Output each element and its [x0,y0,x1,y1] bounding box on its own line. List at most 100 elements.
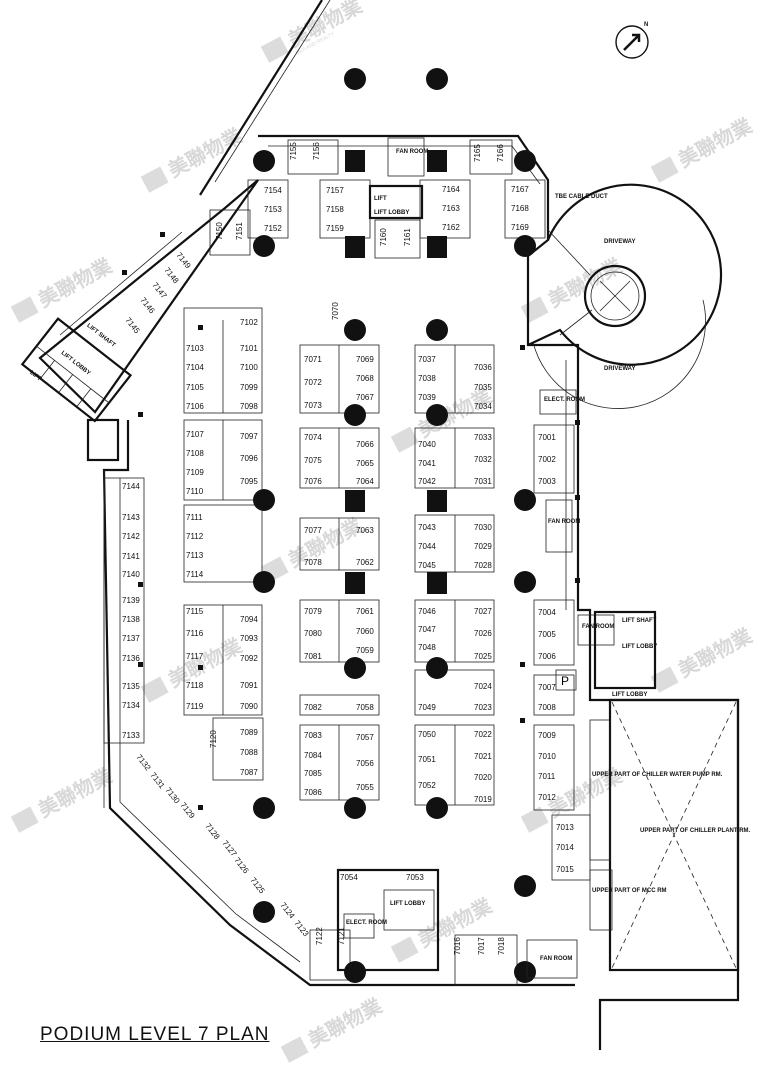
parking-bay-7119: 7119 [186,702,204,711]
parking-bay-7049: 7049 [418,703,436,712]
parking-bay-7120: 7120 [209,730,218,748]
north-arrow: N [615,22,649,59]
parking-bay-7047: 7047 [418,625,436,634]
north-lift-label: LIFT [374,196,387,202]
parking-bay-7167: 7167 [511,185,529,194]
parking-bay-7068: 7068 [356,374,374,383]
parking-bay-7101: 7101 [240,344,258,353]
parking-bay-7019: 7019 [474,795,492,804]
parking-bay-7082: 7082 [304,703,322,712]
parking-bay-7112: 7112 [186,532,204,541]
west-lift-label: LIFT [28,370,42,383]
parking-bay-7026: 7026 [474,629,492,638]
parking-bay-7099: 7099 [240,383,258,392]
parking-bay-7065: 7065 [356,459,374,468]
parking-bay-7145: 7145 [123,316,141,336]
watermark-cn: 美聯物業 [164,123,247,182]
parking-bay-7014: 7014 [556,843,574,852]
parking-bay-7125: 7125 [248,876,266,896]
parking-bay-7009: 7009 [538,731,556,740]
parking-bay-7044: 7044 [418,542,436,551]
parking-bay-7042: 7042 [418,477,436,486]
parking-bay-7109: 7109 [186,468,204,477]
parking-bay-7154: 7154 [264,186,282,195]
watermark-cn: 美聯物業 [674,113,757,172]
parking-bay-7147: 7147 [150,281,168,301]
parking-bay-7078: 7078 [304,558,322,567]
north-label: N [644,22,648,28]
parking-bay-7033: 7033 [474,433,492,442]
parking-bay-7028: 7028 [474,561,492,570]
south-lift-core [336,868,440,972]
north-lift-lobby-label: LIFT LOBBY [374,210,409,216]
parking-bay-7111: 7111 [186,513,203,522]
parking-bay-7030: 7030 [474,523,492,532]
parking-bay-7164: 7164 [442,185,460,194]
parking-bay-7052: 7052 [418,781,436,790]
parking-bay-7074: 7074 [304,433,322,442]
parking-bay-7003: 7003 [538,477,556,486]
parking-bay-7148: 7148 [162,266,180,286]
parking-bay-7050: 7050 [418,730,436,739]
plan-title: PODIUM LEVEL 7 PLAN [40,1024,270,1045]
parking-bay-7011: 7011 [538,772,556,781]
mcc-room [589,869,613,931]
parking-bay-7088: 7088 [240,748,258,757]
parking-bay-7110: 7110 [186,487,204,496]
parking-bay-7013: 7013 [556,823,574,832]
parking-bay-7020: 7020 [474,773,492,782]
parking-bay-7034: 7034 [474,402,492,411]
parking-bay-7136: 7136 [122,654,140,663]
parking-bay-7149: 7149 [174,251,192,271]
parking-bay-7092: 7092 [240,654,258,663]
parking-bay-7116: 7116 [186,629,204,638]
parking-bay-7046: 7046 [418,607,436,616]
parking-bay-7156: 7156 [312,142,321,160]
chiller-diag-2 [611,701,737,969]
watermark-cn: 美聯物業 [304,993,387,1052]
parking-bay-7016: 7016 [453,937,462,955]
east-fan-room-label: FAN ROOM [548,519,580,525]
west-lift-core [20,317,133,423]
parking-bay-7017: 7017 [477,937,486,955]
east-elect-room-label: ELECT. ROOM [544,397,585,403]
parking-bay-7135: 7135 [122,682,140,691]
tbe-cable-duct-label: TBE CABLE DUCT [555,194,608,200]
parking-bay-7001: 7001 [538,433,556,442]
parking-bay-7143: 7143 [122,513,140,522]
parking-bay-7157: 7157 [326,186,344,195]
bay-grid [103,139,591,986]
chiller-plant-label: UPPER PART OF CHILLER PLANT RM. [640,828,751,834]
bay-labels-diagonal: 7123712471257126712771287129713071317132… [123,251,310,939]
parking-bay-7142: 7142 [122,532,140,541]
parking-bay-7130: 7130 [163,786,181,806]
parking-bay-7161: 7161 [403,228,412,246]
north-lift-lobby [368,184,424,220]
parking-bay-7043: 7043 [418,523,436,532]
parking-bay-7087: 7087 [240,768,258,777]
parking-bay-7085: 7085 [304,769,322,778]
parking-bay-7102: 7102 [240,318,258,327]
parking-bay-7169: 7169 [511,223,529,232]
parking-bay-7058: 7058 [356,703,374,712]
parking-bay-7090: 7090 [240,702,258,711]
parking-bay-7097: 7097 [240,432,258,441]
driveway-label-upper: DRIVEWAY [604,239,635,245]
parking-bay-7008: 7008 [538,703,556,712]
parking-bay-7015: 7015 [556,865,574,874]
parking-bay-7062: 7062 [356,558,374,567]
parking-bay-7040: 7040 [418,440,436,449]
parking-bay-7024: 7024 [474,682,492,691]
parking-bay-7100: 7100 [240,363,258,372]
parking-bay-7091: 7091 [240,681,258,690]
parking-bay-7141: 7141 [122,552,140,561]
parking-bay-7138: 7138 [122,615,140,624]
boundary-line-inner [214,0,331,183]
east-elect-room [539,389,577,415]
parking-bay-7056: 7056 [356,759,374,768]
parking-bay-7055: 7055 [356,783,374,792]
parking-bay-7012: 7012 [538,793,556,802]
parking-bay-7086: 7086 [304,788,322,797]
parking-bay-7104: 7104 [186,363,204,372]
parking-bay-7075: 7075 [304,456,322,465]
